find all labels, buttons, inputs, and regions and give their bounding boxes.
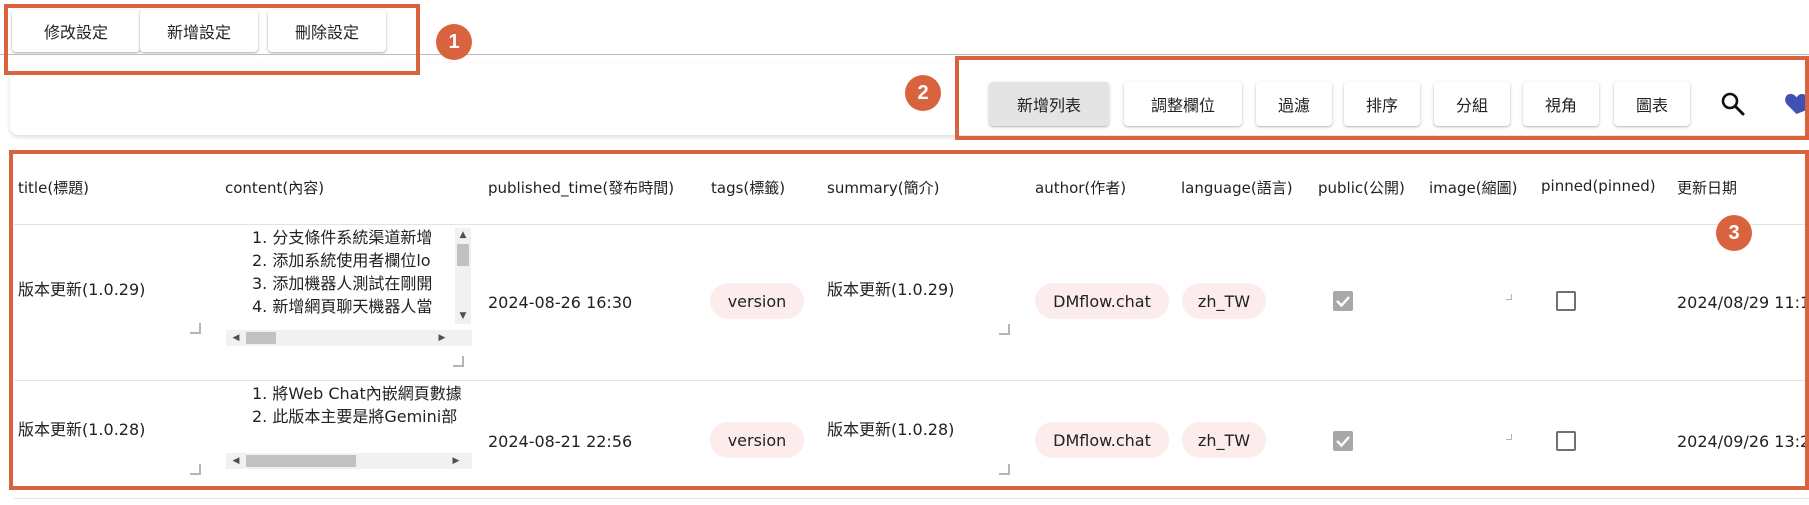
column-header-summary[interactable]: summary(簡介) [827, 179, 940, 197]
public-checkbox[interactable] [1333, 431, 1353, 451]
author-chip[interactable]: DMflow.chat [1035, 422, 1169, 458]
language-chip[interactable]: zh_TW [1182, 422, 1266, 458]
scroll-right-arrow-icon[interactable]: ▶ [452, 456, 460, 466]
public-checkbox[interactable] [1333, 291, 1353, 311]
scroll-left-arrow-icon[interactable]: ◀ [232, 333, 240, 343]
cell-published-time: 2024-08-21 22:56 [488, 432, 633, 451]
filter-button[interactable]: 過濾 [1256, 82, 1332, 126]
column-header-content[interactable]: content(內容) [225, 179, 325, 197]
scroll-up-arrow-icon[interactable]: ▲ [459, 230, 467, 240]
scrollbar-thumb[interactable] [246, 455, 356, 467]
annotation-badge-2: 2 [905, 75, 941, 111]
resize-handle[interactable] [999, 324, 1010, 335]
author-chip[interactable]: DMflow.chat [1035, 283, 1169, 319]
column-header-updated[interactable]: 更新日期 [1677, 179, 1738, 197]
scroll-left-arrow-icon[interactable]: ◀ [232, 456, 240, 466]
column-header-image[interactable]: image(縮圖) [1429, 179, 1518, 197]
search-icon[interactable] [1720, 91, 1746, 117]
add-settings-button[interactable]: 新增設定 [140, 10, 258, 52]
heart-icon[interactable] [1784, 92, 1809, 116]
image-placeholder [1506, 294, 1512, 300]
resize-handle[interactable] [190, 464, 201, 475]
tag-chip[interactable]: version [710, 422, 804, 458]
column-header-language[interactable]: language(語言) [1181, 179, 1293, 197]
content-textarea[interactable]: 1. 將Web Chat內嵌網頁數據 2. 此版本主要是將Gemini部 [252, 384, 462, 426]
content-horizontal-scrollbar[interactable]: ◀ ▶ [226, 453, 472, 469]
edit-settings-button[interactable]: 修改設定 [12, 10, 140, 52]
cell-summary[interactable]: 版本更新(1.0.29) [827, 280, 955, 299]
content-textarea[interactable]: 1. 分支條件系統渠道新增 2. 添加系統使用者欄位lo 3. 添加機器人測試在… [252, 228, 433, 316]
cell-updated: 2024/08/29 11:1 [1677, 293, 1809, 312]
delete-settings-button[interactable]: 刪除設定 [268, 10, 386, 52]
annotation-badge-1: 1 [436, 24, 472, 60]
column-header-title[interactable]: title(標題) [18, 179, 90, 197]
column-header-public[interactable]: public(公開) [1318, 179, 1405, 197]
cell-title[interactable]: 版本更新(1.0.29) [18, 280, 146, 299]
column-header-pinned[interactable]: pinned(pinned) [1541, 177, 1656, 195]
resize-handle[interactable] [190, 323, 201, 334]
resize-handle[interactable] [453, 356, 464, 367]
column-header-tags[interactable]: tags(標籤) [711, 179, 786, 197]
content-vertical-scrollbar[interactable]: ▲ ▼ [455, 228, 471, 324]
cell-summary[interactable]: 版本更新(1.0.28) [827, 420, 955, 439]
tag-chip[interactable]: version [710, 283, 804, 319]
view-button[interactable]: 視角 [1523, 82, 1599, 126]
row-divider [14, 380, 1809, 381]
content-horizontal-scrollbar[interactable]: ◀ ▶ [226, 330, 472, 346]
pinned-checkbox[interactable] [1556, 291, 1576, 311]
add-list-button[interactable]: 新增列表 [989, 82, 1109, 126]
chart-button[interactable]: 圖表 [1614, 82, 1690, 126]
scrollbar-thumb[interactable] [246, 332, 276, 344]
header-divider [14, 224, 1809, 225]
row-divider [14, 498, 1809, 499]
pinned-checkbox[interactable] [1556, 431, 1576, 451]
cell-published-time: 2024-08-26 16:30 [488, 293, 633, 312]
annotation-badge-3: 3 [1716, 215, 1752, 251]
cell-updated: 2024/09/26 13:2 [1677, 432, 1809, 451]
column-header-author[interactable]: author(作者) [1035, 179, 1127, 197]
resize-handle[interactable] [999, 464, 1010, 475]
group-button[interactable]: 分組 [1434, 82, 1510, 126]
top-divider [0, 54, 1809, 55]
adjust-columns-button[interactable]: 調整欄位 [1124, 82, 1242, 126]
image-placeholder [1506, 434, 1512, 440]
language-chip[interactable]: zh_TW [1182, 283, 1266, 319]
scroll-right-arrow-icon[interactable]: ▶ [438, 333, 446, 343]
scrollbar-thumb[interactable] [457, 244, 469, 266]
scroll-down-arrow-icon[interactable]: ▼ [459, 311, 467, 321]
sort-button[interactable]: 排序 [1344, 82, 1420, 126]
column-header-published-time[interactable]: published_time(發布時間) [488, 179, 675, 197]
cell-title[interactable]: 版本更新(1.0.28) [18, 420, 146, 439]
